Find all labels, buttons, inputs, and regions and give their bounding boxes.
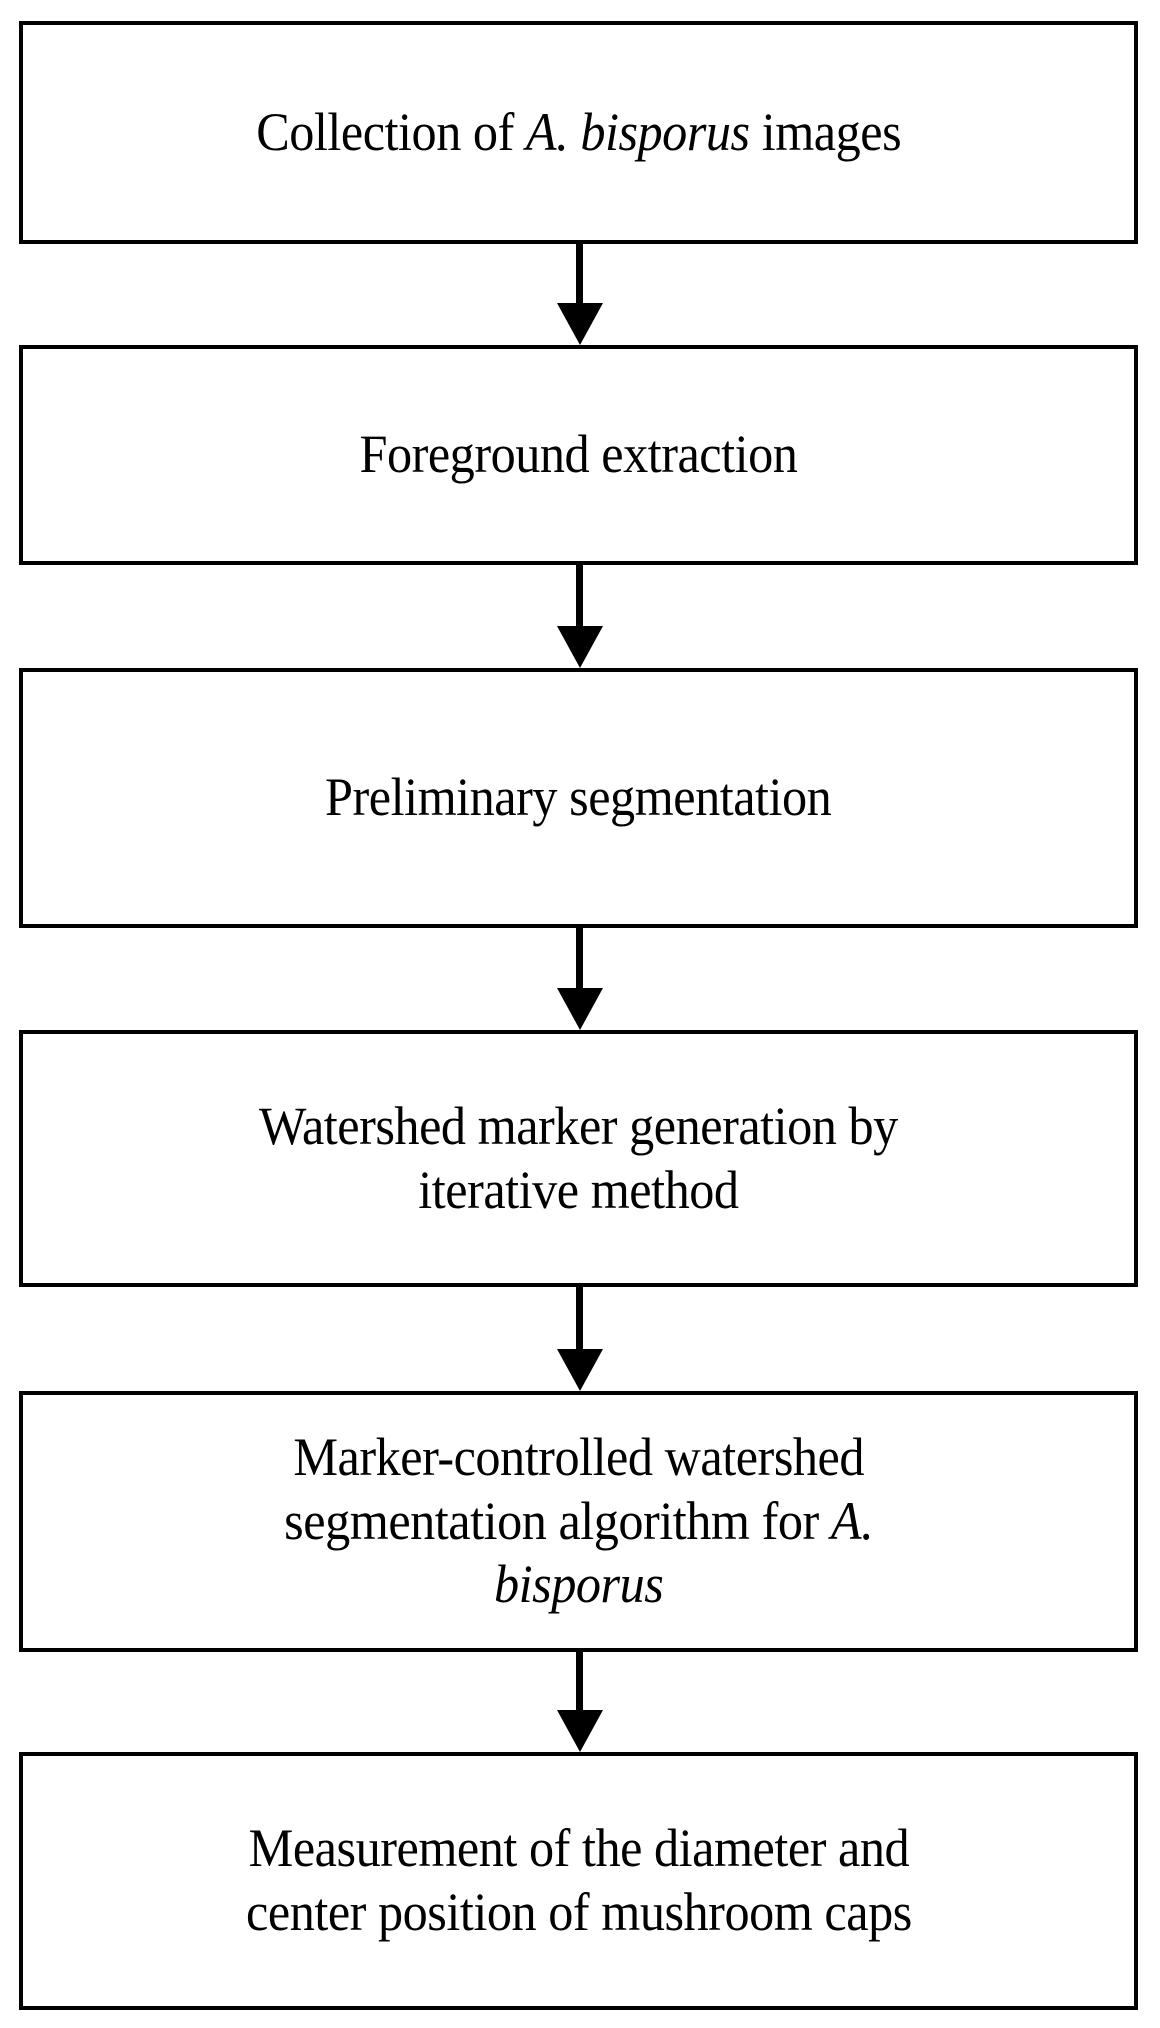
flow-arrow-node1-to-node2 bbox=[0, 243, 1160, 347]
flow-node-foreground-extraction: Foreground extraction bbox=[19, 345, 1138, 565]
flow-node-preliminary-segmentation: Preliminary segmentation bbox=[19, 668, 1138, 928]
flow-arrow-node2-to-node3 bbox=[0, 563, 1160, 670]
arrow-shaft bbox=[576, 1650, 583, 1712]
flow-arrow-node4-to-node5 bbox=[0, 1285, 1160, 1393]
flow-node-collection-of-images: Collection of A. bisporus images bbox=[19, 21, 1138, 244]
arrow-head-down-icon bbox=[557, 303, 603, 345]
flow-node-label: Preliminary segmentation bbox=[325, 767, 832, 828]
arrow-shaft bbox=[576, 243, 583, 305]
flow-node-label: Foreground extraction bbox=[359, 424, 798, 485]
arrow-head-down-icon bbox=[557, 626, 603, 668]
arrow-shaft bbox=[576, 563, 583, 628]
arrow-head-down-icon bbox=[557, 1710, 603, 1752]
arrow-shaft bbox=[576, 926, 583, 990]
arrow-head-down-icon bbox=[557, 1349, 603, 1391]
flow-node-label: Collection of A. bisporus images bbox=[256, 101, 901, 162]
flow-arrow-node5-to-node6 bbox=[0, 1650, 1160, 1754]
flow-arrow-node3-to-node4 bbox=[0, 926, 1160, 1032]
arrow-shaft bbox=[576, 1285, 583, 1351]
arrow-head-down-icon bbox=[557, 988, 603, 1030]
